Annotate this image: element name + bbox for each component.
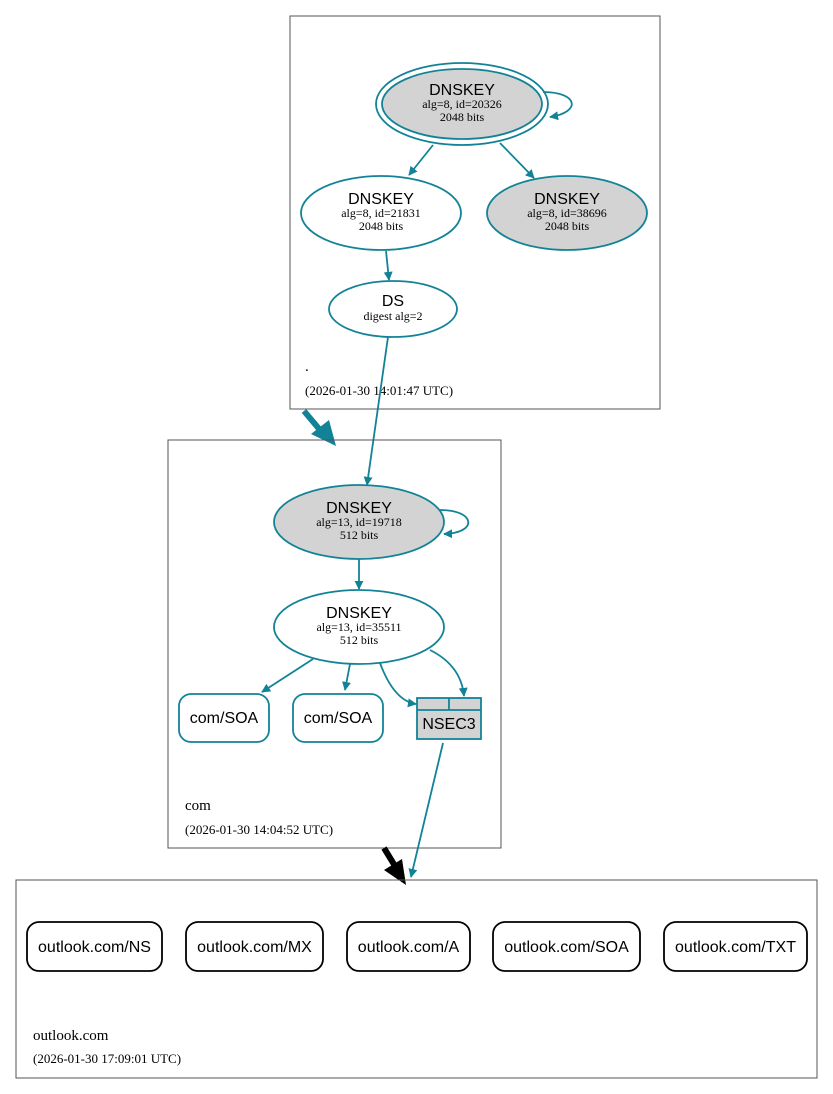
com-soa-label-1: com/SOA [190,710,259,727]
com-ksk-bits: 512 bits [340,528,379,542]
root-key3-alg: alg=8, id=38696 [527,206,607,220]
com-dnskey-ksk-node[interactable]: DNSKEY alg=13, id=19718 512 bits [273,484,445,560]
root-ksk-bits: 2048 bits [440,110,485,124]
outlook-ns-node[interactable]: outlook.com/NS [26,921,163,972]
com-ksk-title: DNSKEY [326,500,392,517]
com-ksk-self-signature-edge [439,509,470,539]
com-ksk-alg: alg=13, id=19718 [316,515,402,529]
zone-com-timestamp: (2026-01-30 14:04:52 UTC) [185,822,333,837]
delegation-arrow-com-to-outlook [381,846,406,885]
com-nsec3-node[interactable]: NSEC3 [416,697,482,740]
zone-com: com (2026-01-30 14:04:52 UTC) [167,439,502,849]
outlook-mx-label: outlook.com/MX [197,939,312,956]
root-zsk-alg: alg=8, id=21831 [341,206,421,220]
root-ksk-alg: alg=8, id=20326 [422,97,502,111]
outlook-soa-node[interactable]: outlook.com/SOA [492,921,641,972]
outlook-txt-label: outlook.com/TXT [675,939,796,956]
root-zsk-title: DNSKEY [348,191,414,208]
outlook-ns-label: outlook.com/NS [38,939,151,956]
edge-com-zsk-to-soa2 [342,663,351,691]
outlook-txt-node[interactable]: outlook.com/TXT [663,921,808,972]
com-nsec3-label: NSEC3 [422,716,475,733]
com-zsk-title: DNSKEY [326,605,392,622]
com-dnskey-zsk-node[interactable]: DNSKEY alg=13, id=35511 512 bits [273,589,445,665]
outlook-a-node[interactable]: outlook.com/A [346,921,471,972]
root-ds-node[interactable]: DS digest alg=2 [328,280,458,338]
root-key3-bits: 2048 bits [545,219,590,233]
zone-root: . (2026-01-30 14:01:47 UTC) [289,15,661,410]
zone-com-box [167,439,502,849]
edge-ksk-to-key3 [499,142,535,179]
root-dnskey-ksk-node[interactable]: DNSKEY alg=8, id=20326 2048 bits [375,62,549,146]
root-ksk-self-signature-edge [542,91,573,121]
edge-ksk-to-zsk [408,144,434,176]
zone-com-name: com [185,798,211,814]
delegation-arrow-root-to-com [301,409,336,446]
zone-outlook-box [15,879,818,1079]
outlook-mx-node[interactable]: outlook.com/MX [185,921,324,972]
zone-root-name: . [305,359,309,375]
com-soa-node-2[interactable]: com/SOA [292,693,384,743]
zone-outlook: outlook.com (2026-01-30 17:09:01 UTC) [15,879,818,1079]
root-key3-title: DNSKEY [534,191,600,208]
root-ds-title: DS [382,293,404,310]
root-dnskey-zsk-node[interactable]: DNSKEY alg=8, id=21831 2048 bits [300,175,462,251]
edge-com-zsk-to-nsec3-a [379,662,417,708]
edge-zsk-to-ds [383,250,393,281]
edge-com-zsk-to-soa1 [261,658,314,693]
root-dnskey-38696-node[interactable]: DNSKEY alg=8, id=38696 2048 bits [486,175,648,251]
edge-ds-to-com-ksk [363,336,389,486]
com-soa-node-1[interactable]: com/SOA [178,693,270,743]
com-soa-label-2: com/SOA [304,710,373,727]
root-ds-digest: digest alg=2 [363,309,422,323]
root-ksk-title: DNSKEY [429,82,495,99]
root-zsk-bits: 2048 bits [359,219,404,233]
zone-root-box [289,15,661,410]
zone-outlook-name: outlook.com [33,1028,109,1044]
outlook-soa-label: outlook.com/SOA [504,939,629,956]
zone-outlook-timestamp: (2026-01-30 17:09:01 UTC) [33,1051,181,1066]
com-zsk-alg: alg=13, id=35511 [316,620,401,634]
edge-nsec3-to-outlook [408,742,444,878]
outlook-a-label: outlook.com/A [358,939,460,956]
zone-root-timestamp: (2026-01-30 14:01:47 UTC) [305,383,453,398]
edge-com-zsk-to-nsec3-b [429,649,468,697]
com-zsk-bits: 512 bits [340,633,379,647]
